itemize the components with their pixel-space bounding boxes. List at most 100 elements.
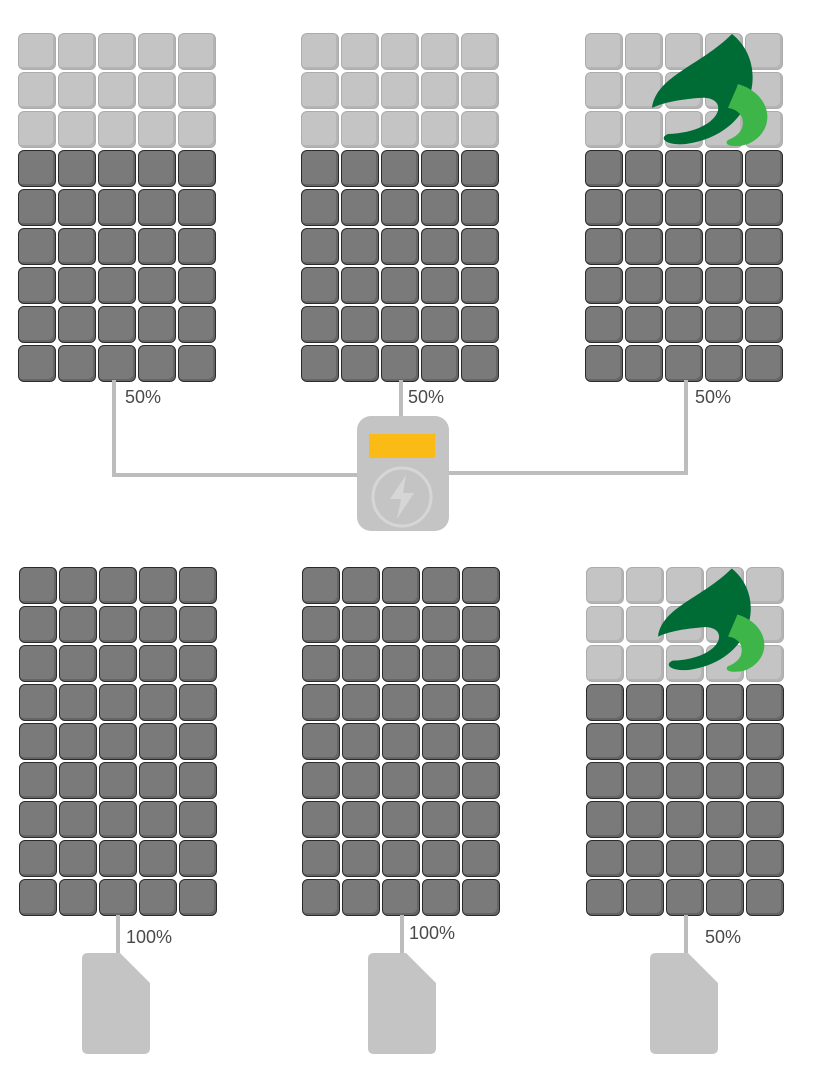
active-cell: [341, 306, 379, 343]
active-cell: [745, 228, 783, 265]
solar-panel-bottom-1: [19, 567, 217, 916]
active-cell: [341, 189, 379, 226]
wire-panel-3-down: [684, 380, 688, 475]
active-cell: [461, 228, 499, 265]
active-cell: [178, 189, 216, 226]
shaded-cell: [58, 111, 96, 148]
active-cell: [19, 879, 57, 916]
active-cell: [666, 879, 704, 916]
active-cell: [382, 723, 420, 760]
output-label-bottom-3: 50%: [705, 927, 742, 947]
shaded-cell: [301, 72, 339, 109]
active-cell: [301, 345, 339, 382]
active-cell: [585, 189, 623, 226]
optimizer-icon: [650, 953, 718, 1054]
active-cell: [706, 762, 744, 799]
active-cell: [138, 228, 176, 265]
wire-optimizer-2: [400, 915, 404, 955]
active-cell: [421, 345, 459, 382]
active-cell: [342, 840, 380, 877]
active-cell: [302, 606, 340, 643]
active-cell: [626, 879, 664, 916]
optimizer-icon: [368, 953, 436, 1054]
shaded-cell: [18, 111, 56, 148]
active-cell: [341, 267, 379, 304]
active-cell: [302, 801, 340, 838]
active-cell: [59, 762, 97, 799]
active-cell: [342, 762, 380, 799]
active-cell: [462, 762, 500, 799]
active-cell: [58, 150, 96, 187]
shaded-cell: [138, 33, 176, 70]
active-cell: [586, 801, 624, 838]
active-cell: [342, 879, 380, 916]
active-cell: [382, 762, 420, 799]
active-cell: [341, 345, 379, 382]
shaded-cell: [585, 111, 623, 148]
active-cell: [178, 345, 216, 382]
active-cell: [462, 606, 500, 643]
active-cell: [98, 345, 136, 382]
active-cell: [666, 801, 704, 838]
shaded-cell: [586, 606, 624, 643]
active-cell: [422, 645, 460, 682]
active-cell: [585, 306, 623, 343]
active-cell: [301, 150, 339, 187]
active-cell: [178, 150, 216, 187]
active-cell: [139, 762, 177, 799]
active-cell: [99, 879, 137, 916]
active-cell: [58, 345, 96, 382]
active-cell: [746, 801, 784, 838]
active-cell: [461, 150, 499, 187]
active-cell: [626, 684, 664, 721]
active-cell: [59, 879, 97, 916]
output-label-top-1: 50%: [125, 387, 162, 407]
active-cell: [342, 723, 380, 760]
active-cell: [179, 840, 217, 877]
active-cell: [178, 228, 216, 265]
wire-panel-2-down: [399, 380, 403, 418]
active-cell: [706, 684, 744, 721]
active-cell: [422, 762, 460, 799]
active-cell: [666, 762, 704, 799]
active-cell: [18, 150, 56, 187]
shaded-cell: [461, 111, 499, 148]
active-cell: [706, 801, 744, 838]
shaded-cell: [98, 72, 136, 109]
output-label-top-2: 50%: [408, 387, 445, 407]
active-cell: [586, 684, 624, 721]
active-cell: [139, 606, 177, 643]
active-cell: [139, 684, 177, 721]
active-cell: [585, 228, 623, 265]
active-cell: [462, 801, 500, 838]
wire-optimizer-3: [684, 915, 688, 955]
active-cell: [462, 840, 500, 877]
active-cell: [746, 879, 784, 916]
active-cell: [19, 723, 57, 760]
active-cell: [746, 840, 784, 877]
active-cell: [342, 567, 380, 604]
active-cell: [746, 762, 784, 799]
shaded-cell: [626, 645, 664, 682]
active-cell: [381, 189, 419, 226]
active-cell: [98, 228, 136, 265]
active-cell: [746, 723, 784, 760]
active-cell: [585, 150, 623, 187]
active-cell: [342, 684, 380, 721]
active-cell: [746, 684, 784, 721]
active-cell: [586, 762, 624, 799]
active-cell: [301, 267, 339, 304]
active-cell: [422, 606, 460, 643]
active-cell: [382, 801, 420, 838]
shaded-cell: [58, 33, 96, 70]
active-cell: [625, 150, 663, 187]
output-label-bottom-1: 100%: [126, 927, 173, 947]
active-cell: [625, 228, 663, 265]
active-cell: [745, 189, 783, 226]
active-cell: [421, 306, 459, 343]
active-cell: [706, 879, 744, 916]
active-cell: [178, 267, 216, 304]
active-cell: [59, 684, 97, 721]
active-cell: [59, 606, 97, 643]
active-cell: [745, 150, 783, 187]
